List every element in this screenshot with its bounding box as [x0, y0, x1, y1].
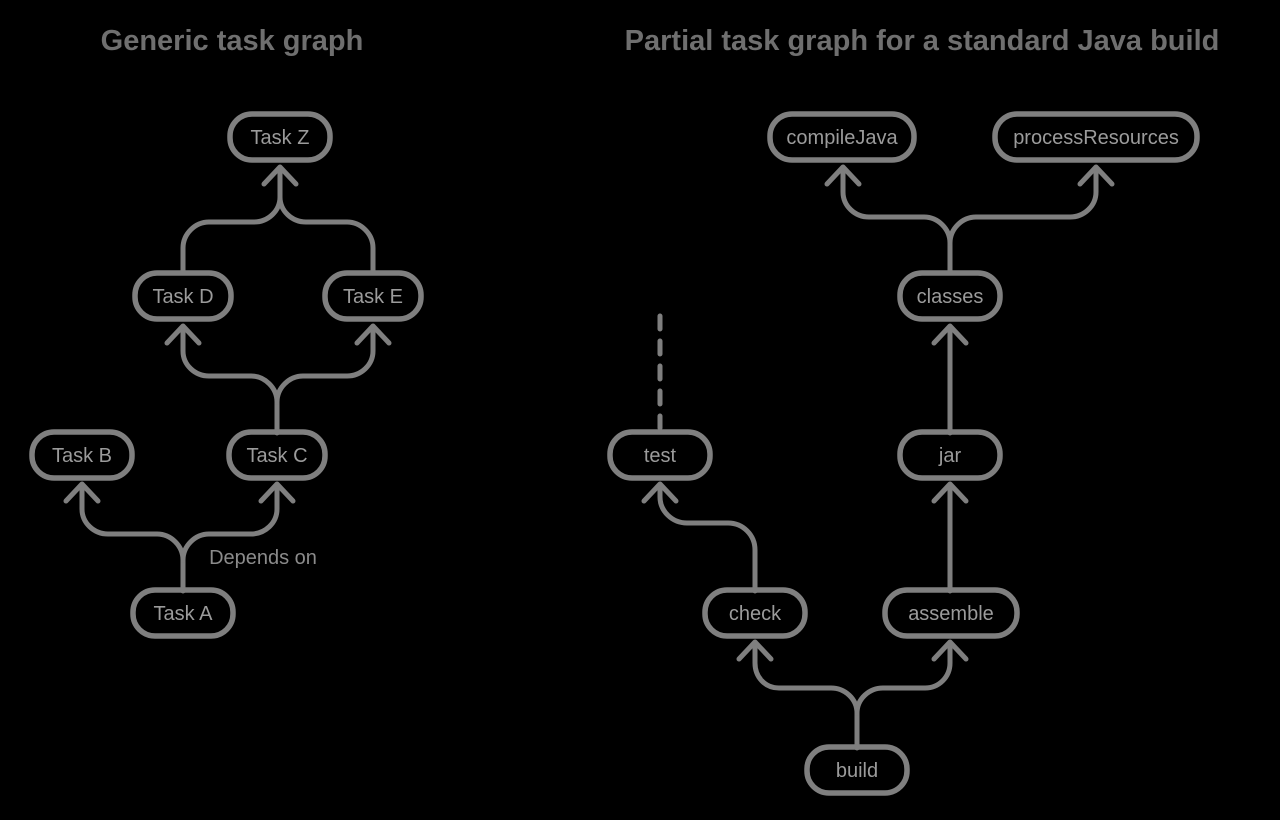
- edge-classes-compilejava: [824, 164, 953, 275]
- arrowhead-up-icon: [931, 323, 969, 346]
- node-label: Task E: [343, 286, 403, 308]
- arrowhead-up-icon: [1077, 164, 1115, 187]
- edge-task-a-task-c: [180, 481, 296, 563]
- arrowhead-up-icon: [354, 323, 392, 346]
- arrowhead-up-icon: [931, 639, 969, 662]
- node-task-z: Task Z: [227, 111, 333, 163]
- node-jar: jar: [897, 429, 1003, 481]
- node-label: processResources: [1013, 127, 1179, 149]
- edge-build-check: [736, 639, 860, 751]
- node-test: test: [607, 429, 713, 481]
- node-box: [804, 744, 910, 796]
- edge-assemble-jar: [931, 481, 969, 594]
- edge-check-test: [641, 481, 758, 594]
- node-task-e: Task E: [322, 270, 424, 322]
- arrowhead-up-icon: [824, 164, 862, 187]
- edge-task-c-task-d: [164, 323, 280, 436]
- edge-task-c-task-e: [274, 323, 392, 405]
- node-label: classes: [917, 286, 984, 308]
- node-label: Task C: [246, 445, 307, 467]
- edge-line: [840, 170, 953, 246]
- edge-line: [854, 645, 953, 716]
- node-box: [767, 111, 917, 163]
- node-label: compileJava: [786, 127, 898, 149]
- edge-line: [180, 194, 283, 275]
- edge-task-e-task-z: [261, 164, 376, 275]
- left-graph-title: Generic task graph: [101, 25, 364, 57]
- arrowhead-up-icon: [164, 323, 202, 346]
- node-check: check: [702, 587, 808, 639]
- node-task-a: Task A: [130, 587, 236, 639]
- node-box: [882, 587, 1020, 639]
- node-assemble: assemble: [882, 587, 1020, 639]
- node-label: check: [729, 603, 782, 625]
- edge-line: [180, 487, 280, 563]
- node-processresources: processResources: [992, 111, 1200, 163]
- node-box: [897, 270, 1003, 322]
- node-box: [702, 587, 808, 639]
- arrowhead-up-icon: [258, 481, 296, 504]
- arrowhead-up-icon: [261, 164, 299, 187]
- edge-line: [79, 487, 186, 563]
- node-task-d: Task D: [132, 270, 234, 322]
- node-classes: classes: [897, 270, 1003, 322]
- depends-on-label: Depends on: [209, 547, 317, 569]
- edge-line: [274, 329, 376, 405]
- edge-classes-processresources: [947, 164, 1115, 246]
- edge-line: [180, 329, 280, 405]
- node-label: Task A: [154, 603, 214, 625]
- edge-jar-classes: [931, 323, 969, 436]
- edge-build-assemble: [854, 639, 969, 716]
- edge-line: [752, 645, 860, 716]
- node-box: [226, 429, 328, 481]
- edge-line: [947, 170, 1099, 246]
- node-box: [132, 270, 234, 322]
- arrowhead-up-icon: [63, 481, 101, 504]
- node-box: [322, 270, 424, 322]
- node-box: [29, 429, 135, 481]
- node-box: [227, 111, 333, 163]
- node-label: assemble: [908, 603, 994, 625]
- node-label: Task Z: [251, 127, 310, 149]
- node-build: build: [804, 744, 910, 796]
- node-label: test: [644, 445, 677, 467]
- node-label: Task B: [52, 445, 112, 467]
- node-box: [130, 587, 236, 639]
- node-box: [607, 429, 713, 481]
- edge-line: [657, 487, 758, 594]
- node-label: jar: [938, 445, 962, 467]
- node-box: [897, 429, 1003, 481]
- edge-line: [277, 194, 376, 275]
- node-label: Task D: [152, 286, 213, 308]
- edge-task-a-task-b: [63, 481, 186, 594]
- arrowhead-up-icon: [931, 481, 969, 504]
- node-box: [992, 111, 1200, 163]
- arrowhead-up-icon: [641, 481, 679, 504]
- node-task-b: Task B: [29, 429, 135, 481]
- node-compilejava: compileJava: [767, 111, 917, 163]
- node-task-c: Task C: [226, 429, 328, 481]
- arrowhead-up-icon: [736, 639, 774, 662]
- edge-task-d-task-z: [180, 194, 283, 275]
- node-label: build: [836, 760, 878, 782]
- right-graph-title: Partial task graph for a standard Java b…: [625, 25, 1220, 57]
